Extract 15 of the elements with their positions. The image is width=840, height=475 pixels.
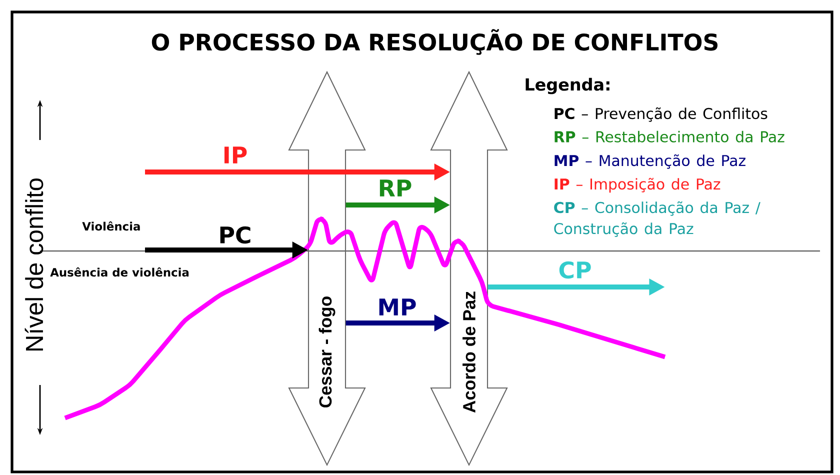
- legend-entry: RP – Restabelecimento da Paz: [554, 130, 784, 142]
- axis-label: Nível de conflito: [24, 178, 44, 350]
- legend-entry: PC – Prevenção de Conflitos: [554, 107, 768, 122]
- legend-entry: CP – Consolidação da Paz / Construção da Paz: [554, 201, 760, 237]
- edge-label: PC: [216, 224, 254, 246]
- edge-label: MP: [376, 296, 418, 318]
- level-label: Violência: [80, 220, 142, 232]
- edge-label: RP: [376, 178, 414, 198]
- edge-label: CP: [556, 260, 594, 280]
- title: O PROCESSO DA RESOLUÇÃO DE CONFLITOS: [152, 29, 718, 55]
- legend-entry: MP – Manutenção de Paz: [554, 154, 746, 169]
- edge-label: IP: [220, 144, 250, 166]
- legend-heading: Legenda:: [526, 78, 610, 94]
- level-label: Ausência de violência: [48, 266, 192, 278]
- legend-entry: IP – Imposição de Paz: [554, 178, 720, 193]
